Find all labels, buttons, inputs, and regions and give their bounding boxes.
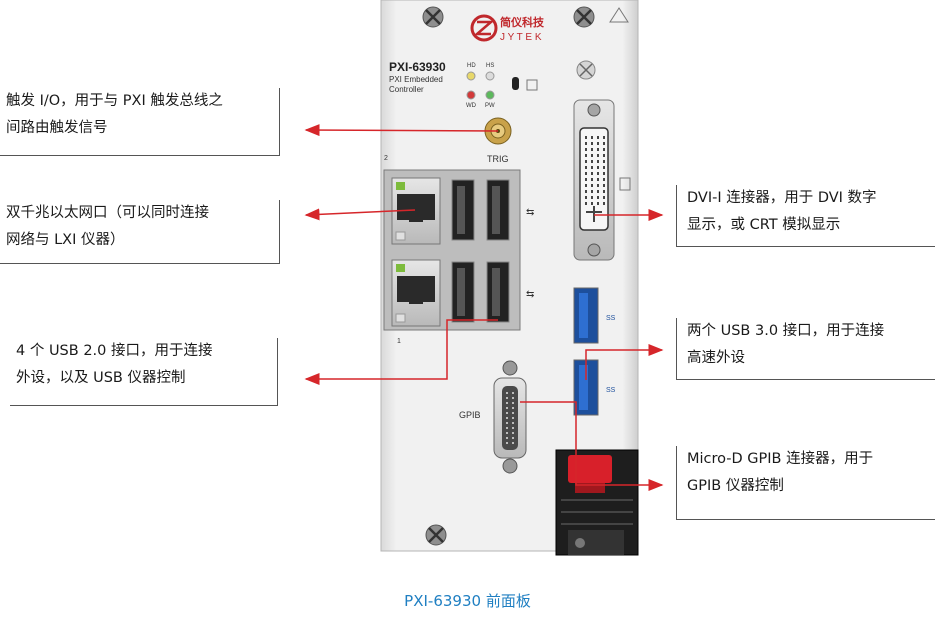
- usb2-port[interactable]: [486, 261, 510, 323]
- callout-trigger: 触发 I/O，用于与 PXI 触发总线之 间路由触发信号: [0, 88, 280, 156]
- screw-icon: [422, 6, 444, 28]
- callout-dvi: DVI-I 连接器，用于 DVI 数字 显示，或 CRT 模拟显示: [676, 185, 935, 247]
- callout-gpib: Micro-D GPIB 连接器，用于 GPIB 仪器控制: [676, 446, 935, 520]
- usb3-ss-mark: SS: [606, 387, 616, 394]
- model-label: PXI-63930: [389, 60, 446, 74]
- usb3-ss-mark: SS: [606, 315, 616, 322]
- display-icon: [619, 177, 631, 191]
- usb-symbol-icon: ⇆: [526, 207, 534, 218]
- jytek-logo-icon: [470, 14, 498, 42]
- leader-gpib: [520, 401, 664, 491]
- ejector-handle[interactable]: [555, 449, 639, 556]
- subtitle-line1: PXI Embedded: [389, 75, 443, 84]
- callout-usb2-line2: 外设，以及 USB 仪器控制: [16, 370, 186, 386]
- brand-cn: 简仪科技: [500, 15, 545, 29]
- callout-usb3-line2: 高速外设: [687, 350, 745, 366]
- screw-icon: [573, 6, 595, 28]
- usb2-port[interactable]: [451, 261, 475, 323]
- callout-dvi-line1: DVI-I 连接器，用于 DVI 数字: [687, 190, 877, 206]
- leader-trigger: [304, 124, 499, 137]
- leader-ethernet: [304, 208, 416, 221]
- led-wd-label: WD: [466, 103, 477, 109]
- callout-ethernet-line1: 双千兆以太网口（可以同时连接: [6, 205, 209, 221]
- callout-trigger-line2: 间路由触发信号: [6, 120, 108, 136]
- callout-trigger-line1: 触发 I/O，用于与 PXI 触发总线之: [6, 93, 223, 109]
- port-number-1: 1: [397, 338, 401, 345]
- brand-en: J Y T E K: [500, 32, 542, 43]
- power-switch-icon: [526, 79, 538, 91]
- usb2-port[interactable]: [486, 179, 510, 241]
- callout-dvi-line2: 显示，或 CRT 模拟显示: [687, 217, 841, 233]
- callout-usb2-line1: 4 个 USB 2.0 接口，用于连接: [16, 343, 213, 359]
- screw-icon: [576, 60, 596, 80]
- led-pw-label: PW: [485, 103, 495, 109]
- callout-gpib-line2: GPIB 仪器控制: [687, 478, 784, 494]
- figure-caption: PXI-63930 前面板: [404, 592, 531, 610]
- callout-usb2: 4 个 USB 2.0 接口，用于连接 外设，以及 USB 仪器控制: [10, 338, 278, 406]
- led-hd-label: HD: [467, 63, 476, 69]
- callout-ethernet: 双千兆以太网口（可以同时连接 网络与 LXI 仪器）: [0, 200, 280, 264]
- gpib-connector[interactable]: [493, 360, 527, 474]
- led-hd-icon: [466, 71, 476, 81]
- led-hs-label: HS: [486, 63, 494, 69]
- callout-usb3-line1: 两个 USB 3.0 接口，用于连接: [687, 323, 885, 339]
- led-hs-icon: [485, 71, 495, 81]
- led-wd-icon: [466, 90, 476, 100]
- callout-usb3: 两个 USB 3.0 接口，用于连接 高速外设: [676, 318, 935, 380]
- trig-label: TRIG: [487, 154, 509, 164]
- usb2-port[interactable]: [451, 179, 475, 241]
- reset-button[interactable]: [512, 77, 519, 90]
- callout-ethernet-line2: 网络与 LXI 仪器）: [6, 232, 125, 248]
- port-number-2: 2: [384, 155, 388, 162]
- usb-symbol-icon: ⇆: [526, 289, 534, 300]
- ethernet-port-bottom[interactable]: [391, 259, 441, 327]
- dvi-connector[interactable]: [573, 99, 615, 261]
- leader-usb2: [304, 319, 498, 385]
- warning-triangle-icon: [609, 7, 629, 23]
- usb3-port[interactable]: [573, 287, 599, 344]
- led-pw-icon: [485, 90, 495, 100]
- callout-gpib-line1: Micro-D GPIB 连接器，用于: [687, 451, 874, 467]
- leader-usb3: [585, 344, 664, 380]
- gpib-label: GPIB: [459, 410, 481, 420]
- subtitle-line2: Controller: [389, 85, 424, 94]
- screw-icon: [425, 524, 447, 546]
